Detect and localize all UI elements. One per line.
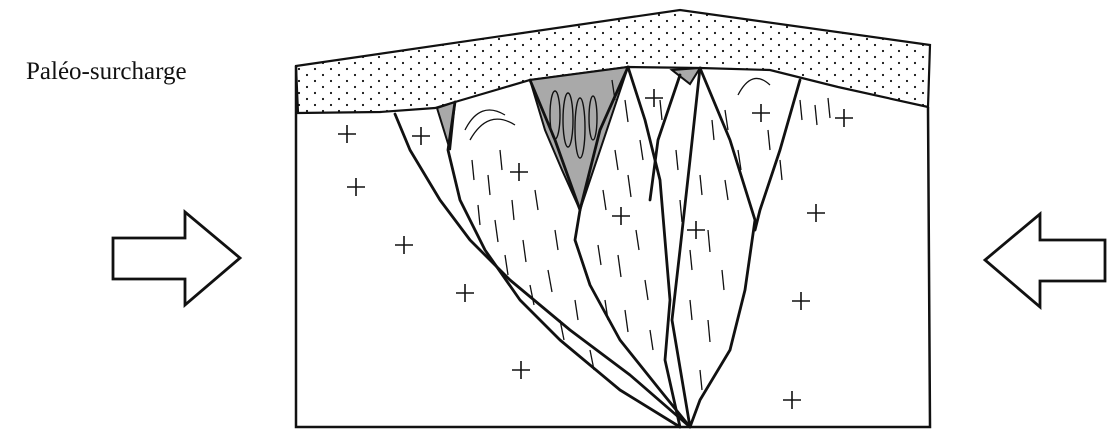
left-arrow-icon xyxy=(985,214,1105,307)
cross-section-frame xyxy=(296,66,930,427)
foliation-marks xyxy=(472,80,830,390)
right-arrow-icon xyxy=(113,212,240,305)
